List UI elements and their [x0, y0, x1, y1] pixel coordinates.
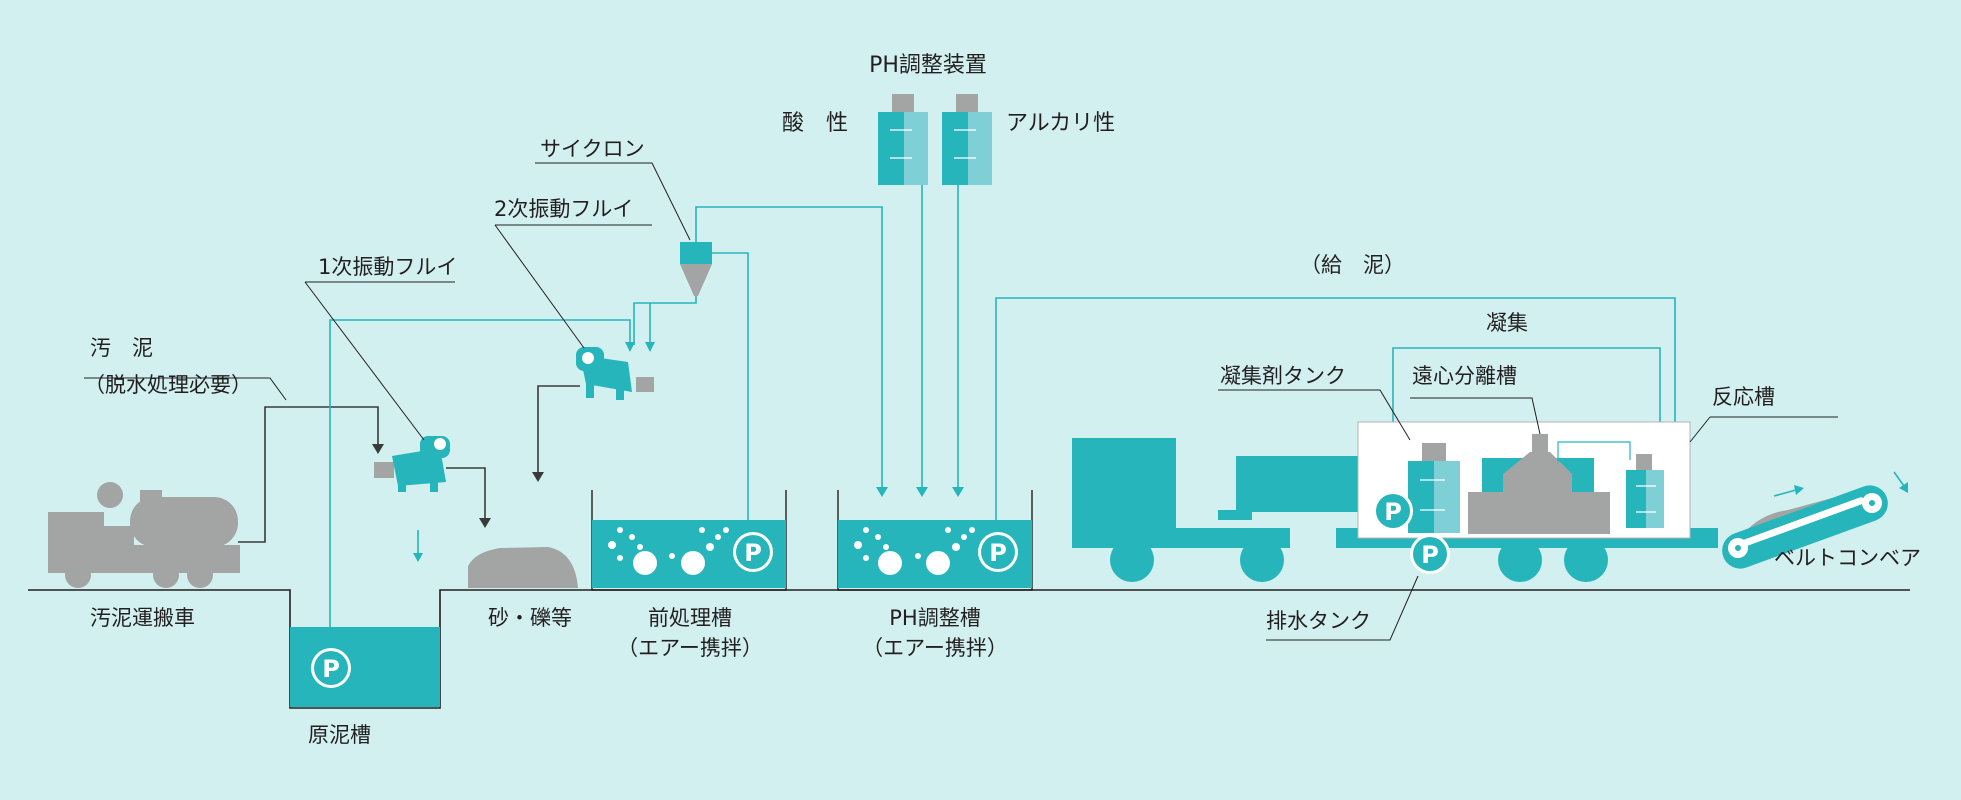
pump-label: P — [744, 539, 762, 567]
flocculant-tank-label: 凝集剤タンク — [1220, 364, 1346, 388]
centrifuge-label: 遠心分離槽 — [1412, 364, 1517, 388]
acid-label: 酸 性 — [782, 111, 848, 136]
drain-tank-label: 排水タンク — [1266, 609, 1371, 633]
tank-truck-icon — [48, 482, 240, 588]
cyclone-label: サイクロン — [540, 137, 645, 161]
belt-conveyor-icon — [1722, 471, 1908, 569]
pump-icon: P — [311, 648, 351, 688]
sludge-label: 汚 泥 — [90, 336, 153, 360]
alkali-label: アルカリ性 — [1006, 111, 1115, 136]
vibrating-screen-icon — [374, 436, 450, 492]
secondary-screen-label: 2次振動フルイ — [494, 197, 633, 221]
ph-tank-label: PH調整槽 — [889, 606, 980, 630]
flocculation-label: 凝集 — [1486, 311, 1528, 335]
vibrating-screen-icon — [576, 347, 654, 400]
reaction-tank-label: 反応槽 — [1712, 385, 1775, 409]
pump-icon: P — [733, 532, 773, 572]
sand-pile — [468, 547, 578, 588]
ph-bottle-icon — [942, 94, 992, 185]
pump-label: P — [1421, 541, 1439, 569]
pump-icon: P — [1410, 534, 1450, 574]
pretreat-tank-label: 前処理槽 — [648, 606, 732, 630]
pretreatment-tank: P — [591, 490, 787, 591]
ph-device-label: PH調整装置 — [869, 53, 987, 78]
centrifuge-truck-icon: P P — [1072, 421, 1718, 582]
raw-sludge-tank: P — [290, 627, 440, 707]
sludge-truck-label: 汚泥運搬車 — [90, 606, 195, 630]
supply-label: （給 泥） — [1300, 253, 1405, 277]
pump-icon: P — [1373, 491, 1413, 531]
pump-label: P — [989, 539, 1007, 567]
ph-bottle-icon — [878, 94, 928, 185]
cyclone-icon — [680, 242, 712, 296]
pump-icon: P — [978, 532, 1018, 572]
sludge-note-label: （脱水処理必要） — [84, 373, 252, 397]
ph-tank-note: （エアー携拌） — [862, 636, 1008, 660]
pretreat-tank-note: （エアー携拌） — [617, 636, 763, 660]
belt-conveyor-label: ベルトコンベア — [1774, 546, 1921, 570]
raw-tank-label: 原泥槽 — [308, 723, 371, 747]
ph-adjusting-tank: P — [837, 490, 1033, 591]
pump-label: P — [1384, 498, 1402, 526]
pump-label: P — [322, 655, 340, 683]
sand-label: 砂・礫等 — [488, 606, 572, 630]
primary-screen-label: 1次振動フルイ — [318, 255, 457, 279]
